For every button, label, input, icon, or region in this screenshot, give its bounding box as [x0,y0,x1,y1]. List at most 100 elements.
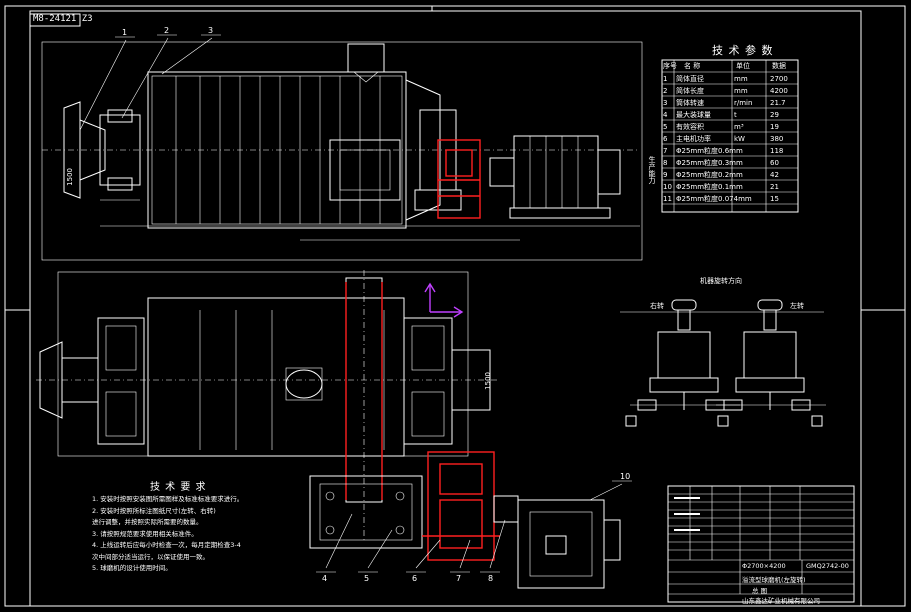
param-cell: 380 [770,135,784,143]
param-cell: 简体长度 [676,87,704,95]
callout-leader-6 [415,539,441,569]
param-row-lines [662,83,798,205]
manhole [285,369,323,399]
mill-drum [147,71,407,229]
motor-fins [529,136,579,208]
requirement-item: 次中间部分适当运行，以保证使用一致。 [92,552,209,561]
coupling [489,157,515,187]
rotation-diagrams [620,299,826,427]
callout-3: 3 [208,26,214,35]
callout-leader-7 [459,539,471,569]
requirement-item: 5. 球磨机的设计使用时间。 [92,564,172,572]
plan-bolt-lines [199,310,385,450]
rotation-title: 机器旋转方向 [700,277,742,285]
gear-guard-plan [309,475,423,549]
rotation-diagram-right [716,299,826,427]
rotation-diagram-left [625,299,740,427]
title-block [667,485,855,603]
param-cell: Φ25mm粒度0.2mm [676,171,743,179]
plan-motor [517,499,605,589]
callout-leader-4 [325,513,353,569]
title-part-no: GMQ2742-00 [806,562,849,570]
plan-mill-drum [147,297,405,457]
callout-leader-2 [121,37,169,119]
elevation-view [41,34,643,261]
param-cell: 最大装球量 [676,111,711,119]
capacity-side-label: 生产能力 [648,156,656,184]
callout-4: 4 [322,574,328,583]
param-cell: 19 [770,123,779,131]
param-cell: Φ25mm粒度0.074mm [676,195,752,203]
callout-5: 5 [364,574,370,583]
th-value: 数据 [772,62,786,70]
requirement-item: 进行调整，并按照实际所需要的数量。 [92,518,203,526]
callout-leader-10 [589,483,623,501]
plan-feed-trunnion [39,341,63,419]
param-cell: 42 [770,171,779,179]
callout-8: 8 [488,574,494,583]
param-cell: 2 [663,87,668,95]
drawing-code-box [29,13,81,27]
callout-1: 1 [122,28,128,37]
tech-params-table [661,59,799,213]
callout-2: 2 [164,26,170,35]
left-bearing [99,114,141,186]
tech-params-header: 序号 名 称 单位 数据 [662,61,798,72]
param-cell: mm [734,87,748,95]
drawing-code: M8-24121 Z3 [33,14,93,24]
title-drawing-no: Φ2700×4200 [742,562,786,570]
dimension-top: 1500 [66,168,74,186]
param-row: 9 Φ25mm粒度0.2mm 42 [662,169,798,181]
param-cell: 15 [770,195,779,203]
param-cell: 7 [663,147,668,155]
drum-segments [175,76,381,224]
callout-7: 7 [456,574,462,583]
param-cell: 11 [663,195,672,203]
plan-discharge [451,349,491,411]
th-name: 名 称 [684,62,701,70]
left-bearing-foot [107,177,133,191]
title-block-lines [668,486,854,595]
dimension-mid: 1500 [484,372,492,390]
title-row-label: 总 图 [752,587,768,595]
reducer-elevation [437,139,481,219]
requirement-item: 4. 上线运转后应每小时检查一次，每月定期检查3-4 [92,541,241,549]
param-cell: Φ25mm粒度0.3mm [676,159,743,167]
param-cell: t [734,111,737,119]
elevation-border [41,41,643,261]
requirement-item: 2. 安装时按照所标注图纸尺寸(左转、右转) [92,506,216,515]
girth-gear-guard [329,139,401,201]
feed-trunnion [63,101,81,199]
param-cell: 9 [663,171,668,179]
discharge-cone [405,79,441,221]
title-name: 溢流型球磨机(左旋转) [742,576,806,584]
discharge-hopper [347,43,385,73]
main-motor [513,135,599,209]
param-row: 2 简体长度 mm 4200 [662,85,798,97]
param-cell: 21 [770,183,779,191]
requirements-list: 1. 安装时按照安装图所需图样及标准标准要求进行。 2. 安装时按照所标注图纸尺寸… [92,494,302,575]
param-cell: 2700 [770,75,788,83]
param-cell: 5 [663,123,668,131]
mill-drum-liner [151,75,403,225]
requirement-item: 3. 请按照规范要求使用相关标准件。 [92,529,198,538]
callout-leader-3 [161,37,213,75]
param-cell: mm [734,75,748,83]
th-unit: 单位 [736,62,750,70]
rotation-left-label: 右转 [650,302,664,310]
hopper-chute [353,71,379,83]
plan-left-bearing [97,317,145,445]
param-cell: 4200 [770,87,788,95]
motor-fan [597,149,621,195]
requirement-item: 1. 安装时按照安装图所需图样及标准标准要求进行。 [92,495,244,503]
callout-leader-5 [367,529,393,569]
reducer-top-box [445,149,473,177]
param-cell: 3 [663,99,668,107]
